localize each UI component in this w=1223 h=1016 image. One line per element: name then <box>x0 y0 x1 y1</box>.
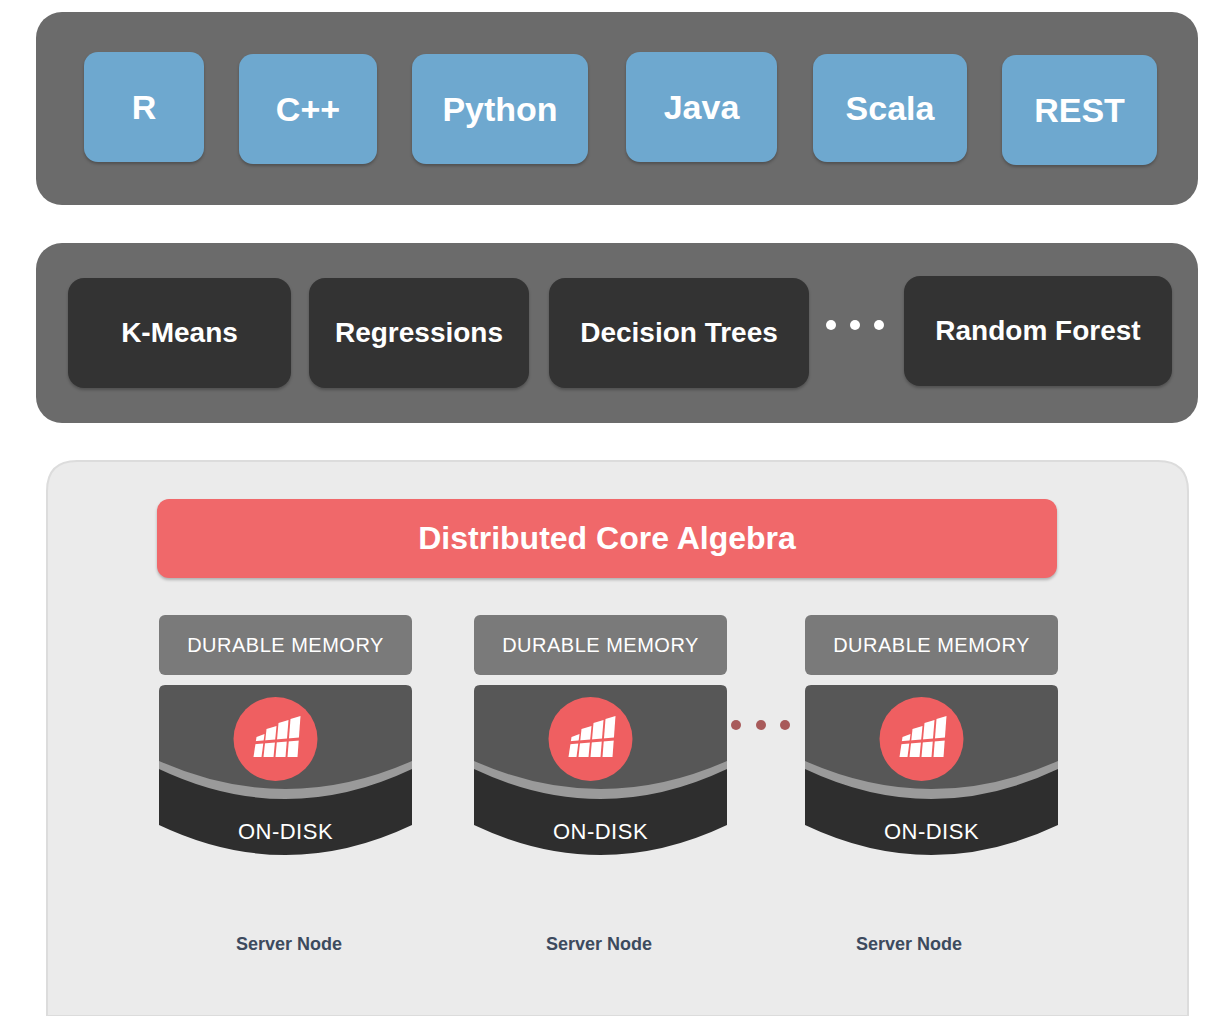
algorithm-panel <box>36 243 1198 423</box>
language-box: R <box>84 52 204 162</box>
language-box: Java <box>626 52 777 162</box>
ignite-logo <box>234 697 318 781</box>
memory-box: DURABLE MEMORY <box>159 615 412 675</box>
disk-shape: ON-DISK <box>159 685 412 865</box>
algorithm-box: Decision Trees <box>549 278 809 388</box>
language-box: C++ <box>239 54 377 164</box>
disk-shape: ON-DISK <box>805 685 1058 865</box>
box-label: Python <box>442 90 557 129</box>
box-label: Regressions <box>335 317 503 349</box>
core-bar: Distributed Core Algebra <box>157 499 1057 578</box>
box-label: Distributed Core Algebra <box>418 520 796 557</box>
algorithm-box: K-Means <box>68 278 291 388</box>
box-label: Decision Trees <box>580 317 778 349</box>
algorithm-box: Random Forest <box>904 276 1172 386</box>
language-panel <box>36 12 1198 205</box>
ellipsis-dots <box>731 720 790 730</box>
algorithm-box: Regressions <box>309 278 529 388</box>
box-label: DURABLE MEMORY <box>187 634 384 657</box>
memory-box: DURABLE MEMORY <box>805 615 1058 675</box>
server-label: Server Node <box>546 934 652 955</box>
disk-label: ON-DISK <box>884 819 979 845</box>
language-box: REST <box>1002 55 1157 165</box>
cluster-panel <box>47 461 1188 1016</box>
disk-top <box>159 685 412 789</box>
box-label: Random Forest <box>935 315 1140 347</box>
language-box: Python <box>412 54 588 164</box>
box-label: C++ <box>276 90 340 129</box>
memory-box: DURABLE MEMORY <box>474 615 727 675</box>
server-label: Server Node <box>856 934 962 955</box>
box-label: REST <box>1034 91 1125 130</box>
ignite-logo <box>549 697 633 781</box>
ellipsis-dots <box>826 320 884 330</box>
language-box: Scala <box>813 54 967 162</box>
box-label: DURABLE MEMORY <box>502 634 699 657</box>
box-label: Java <box>664 88 740 127</box>
box-label: K-Means <box>121 317 238 349</box>
disk-label: ON-DISK <box>553 819 648 845</box>
disk-top <box>805 685 1058 789</box>
box-label: DURABLE MEMORY <box>833 634 1030 657</box>
server-label: Server Node <box>236 934 342 955</box>
box-label: R <box>132 88 157 127</box>
ignite-logo <box>880 697 964 781</box>
box-label: Scala <box>846 89 935 128</box>
disk-label: ON-DISK <box>238 819 333 845</box>
disk-top <box>474 685 727 789</box>
disk-shape: ON-DISK <box>474 685 727 865</box>
